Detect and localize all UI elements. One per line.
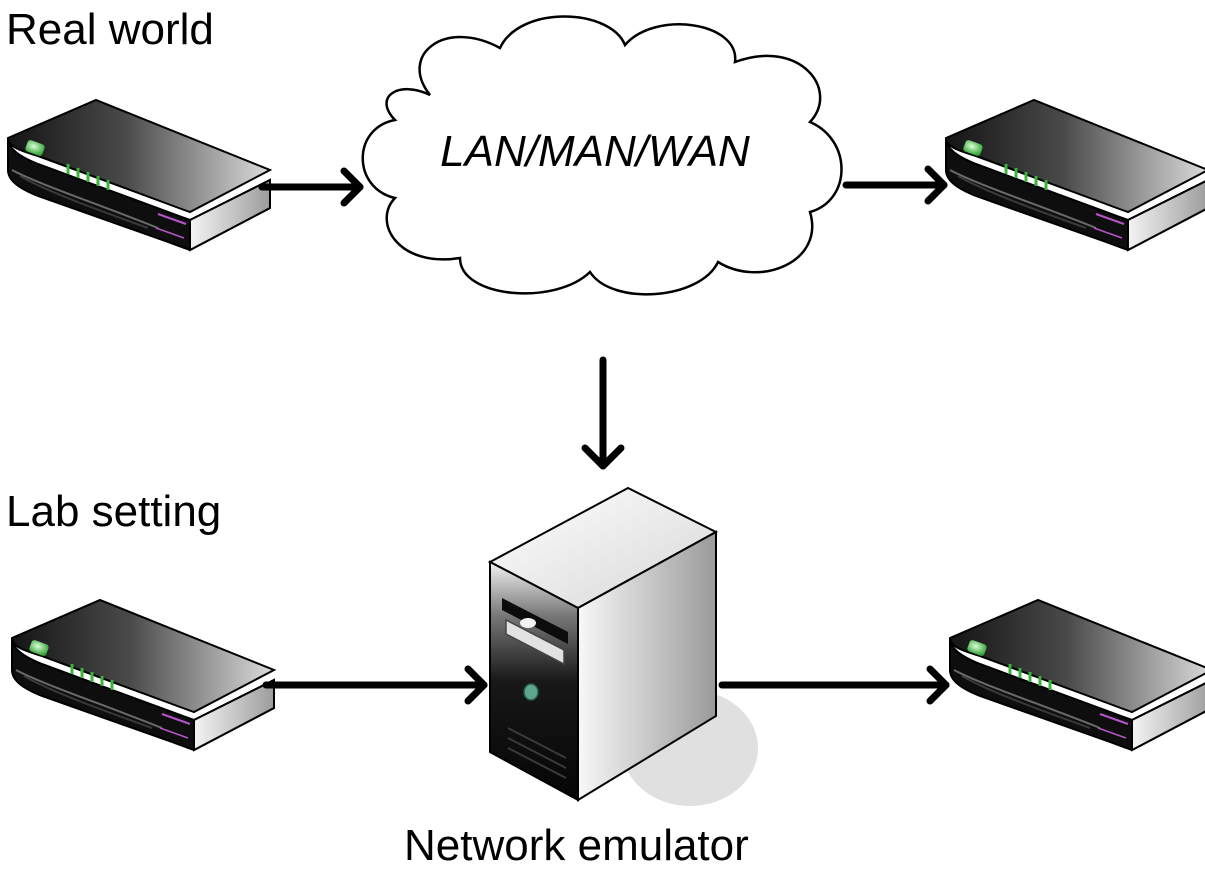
arrow-router-to-emulator (262, 665, 488, 705)
router-icon-lab-right (948, 598, 1205, 752)
arrow-real-to-lab (581, 356, 625, 470)
cloud-icon (361, 15, 843, 296)
server-icon (487, 486, 758, 806)
network-label: LAN/MAN/WAN (440, 127, 750, 176)
lab-setting-label: Lab setting (6, 487, 222, 536)
network-emulator-label: Network emulator (404, 821, 749, 870)
router-icon-lab-left (10, 598, 276, 752)
arrow-router-to-cloud (258, 167, 364, 207)
router-icon-real-right (944, 98, 1205, 252)
arrow-cloud-to-router (842, 165, 948, 205)
router-icon-real-left (6, 98, 272, 252)
real-world-label: Real world (6, 5, 214, 54)
arrow-emulator-to-router (718, 665, 950, 705)
